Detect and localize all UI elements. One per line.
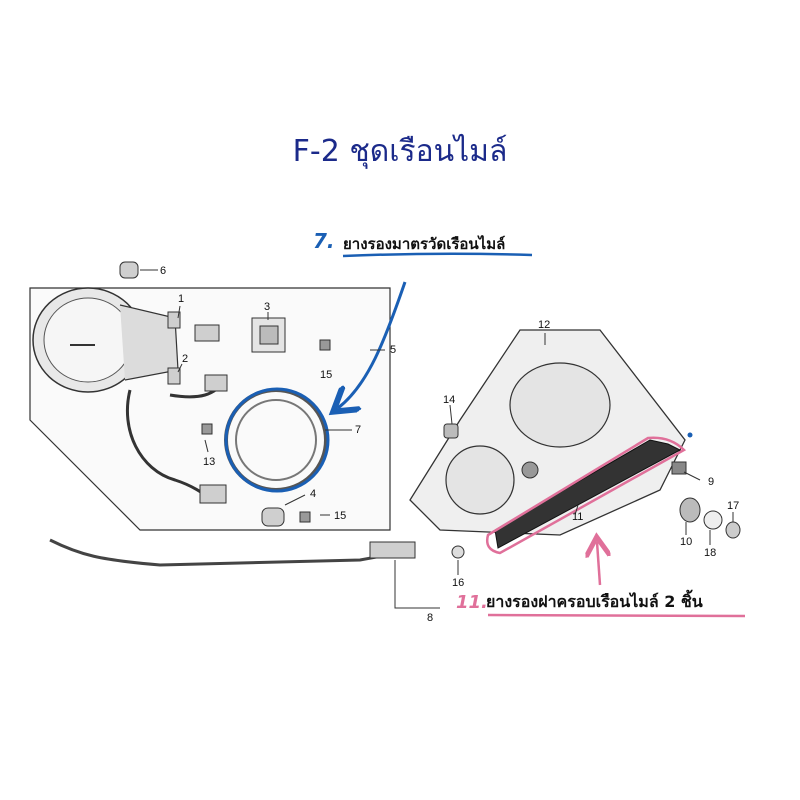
handwritten-mark-11: 11. <box>456 592 488 613</box>
part-number: 8 <box>427 612 433 624</box>
highlight-circle-7 <box>224 387 330 493</box>
arrow-to-part-11 <box>597 542 600 586</box>
part-number: 12 <box>538 319 550 331</box>
part-number: 15 <box>320 369 332 381</box>
part-number: 7 <box>355 424 361 436</box>
part-number: 16 <box>452 577 464 589</box>
left-assembly-panel <box>29 261 391 531</box>
part-number: 13 <box>203 456 215 468</box>
arrow-to-part-7 <box>338 281 407 408</box>
underline-7 <box>342 252 533 258</box>
part-number: 5 <box>390 344 396 356</box>
part-number: 17 <box>727 500 739 512</box>
part-number: 11 <box>572 511 583 523</box>
part-number: 9 <box>708 476 714 488</box>
underline-11 <box>487 613 746 618</box>
annotation-label-7: ยางรองมาตรวัดเรือนไมล์ <box>343 235 506 253</box>
part-number: 18 <box>704 547 716 559</box>
part-number: 1 <box>178 293 184 305</box>
part-number-labels: 1 2 3 4 5 6 7 8 9 10 11 12 13 14 15 15 1… <box>160 265 739 624</box>
part-number: 10 <box>680 536 692 548</box>
part-number: 2 <box>182 353 188 365</box>
diagram-title: F-2 ชุดเรือนไมล์ <box>292 134 508 169</box>
part-number: 6 <box>160 265 166 277</box>
part-number: 15 <box>334 510 346 522</box>
part-number: 3 <box>264 301 270 313</box>
highlight-outline-11 <box>486 436 687 555</box>
speedometer-cable <box>49 538 465 609</box>
leader-lines <box>140 269 734 575</box>
handwritten-mark-7: 7. <box>313 229 335 253</box>
meter-cover-assembly <box>409 329 741 555</box>
annotation-label-11: ยางรองฝาครอบเรือนไมล์ 2 ชิ้น <box>486 592 703 611</box>
part-number: 4 <box>310 488 316 500</box>
part-number: 14 <box>443 394 455 406</box>
